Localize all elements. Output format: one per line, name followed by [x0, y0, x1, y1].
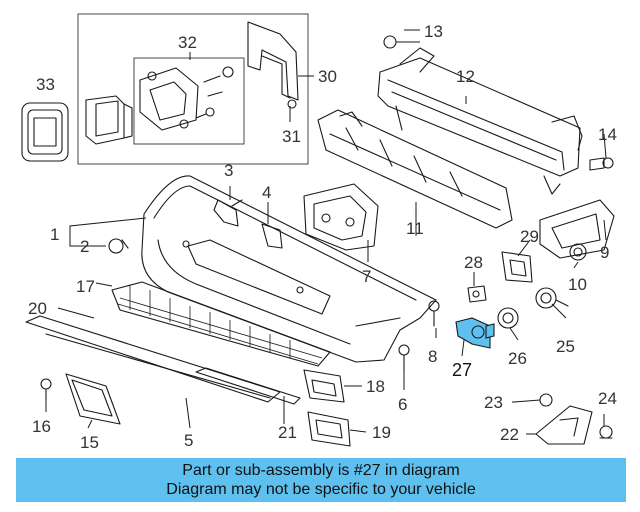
- part-23-bolt: [513, 393, 553, 407]
- part-14-bolt: [589, 157, 614, 171]
- part-5-trim: [195, 367, 301, 405]
- part-6-bolt: [398, 344, 410, 373]
- callout-19: 19: [372, 423, 391, 442]
- part-8-bolt: [428, 300, 440, 327]
- callout-6: 6: [398, 395, 407, 414]
- part-26-ring: [497, 307, 519, 329]
- callout-8: 8: [428, 347, 437, 366]
- callout-10: 10: [568, 275, 587, 294]
- part-30-mounting-plate: [247, 21, 299, 109]
- callout-labels: 13 32 30 31 33 12 14 3 4 11 1 2 7 28 29 …: [28, 22, 617, 452]
- leader-lines: [45, 29, 607, 435]
- part-32-bracket: [139, 66, 234, 131]
- part-11-absorber: [317, 109, 513, 229]
- part-16-bolt: [40, 378, 52, 401]
- callout-9: 9: [600, 243, 609, 262]
- parts-diagram: 13 32 30 31 33 12 14 3 4 11 1 2 7 28 29 …: [21, 13, 617, 452]
- callout-32: 32: [178, 33, 197, 52]
- part-18-bracket: [303, 369, 345, 403]
- callout-27[interactable]: 27: [452, 360, 472, 380]
- callout-30: 30: [318, 67, 337, 86]
- callout-25: 25: [556, 337, 575, 356]
- callout-17: 17: [76, 277, 95, 296]
- part-28-sensor: [467, 285, 487, 303]
- part-1-bumper-cover: [141, 175, 437, 363]
- callout-5: 5: [184, 431, 193, 450]
- part-radar-module: [85, 95, 133, 145]
- part-25-sensor: [535, 287, 569, 309]
- inset-box-32: [77, 13, 309, 165]
- banner-line-2: Diagram may not be specific to your vehi…: [166, 481, 476, 498]
- part-12-impact-bar: [377, 47, 583, 195]
- banner-line-1: Part or sub-assembly is #27 in diagram: [182, 462, 460, 479]
- info-banner: Part or sub-assembly is #27 in diagram D…: [16, 458, 626, 502]
- callout-3: 3: [224, 161, 233, 180]
- callout-15: 15: [80, 433, 99, 452]
- part-19-bracket: [307, 411, 351, 447]
- part-2-clip: [108, 238, 129, 254]
- callout-2: 2: [80, 237, 89, 256]
- part-9-side-bracket: [539, 199, 615, 259]
- callout-26: 26: [508, 349, 527, 368]
- callout-4: 4: [262, 183, 271, 202]
- part-3-bracket: [213, 199, 243, 227]
- callout-24: 24: [598, 389, 617, 408]
- part-24-clip: [599, 425, 613, 439]
- callout-12: 12: [456, 67, 475, 86]
- part-20-spoiler: [25, 315, 281, 403]
- part-27-highlighted-bracket[interactable]: [455, 317, 495, 349]
- part-7-bracket: [303, 183, 379, 251]
- callout-13: 13: [424, 22, 443, 41]
- callout-23: 23: [484, 393, 503, 412]
- part-10-sensor: [569, 243, 587, 261]
- callout-1: 1: [50, 225, 59, 244]
- part-22-cover: [535, 405, 593, 445]
- part-17-grille: [111, 281, 331, 367]
- callout-20: 20: [28, 299, 47, 318]
- callout-29: 29: [520, 227, 539, 246]
- callout-14: 14: [598, 125, 617, 144]
- callout-33: 33: [36, 75, 55, 94]
- part-15-license-plate: [65, 373, 121, 425]
- callout-31: 31: [282, 127, 301, 146]
- callout-28: 28: [464, 253, 483, 272]
- callout-21: 21: [278, 423, 297, 442]
- callout-16: 16: [32, 417, 51, 436]
- part-29-bracket: [501, 251, 533, 283]
- callout-18: 18: [366, 377, 385, 396]
- callout-7: 7: [362, 267, 371, 286]
- part-33-sensor-cover: [21, 102, 69, 162]
- callout-22: 22: [500, 425, 519, 444]
- callout-11: 11: [406, 219, 424, 238]
